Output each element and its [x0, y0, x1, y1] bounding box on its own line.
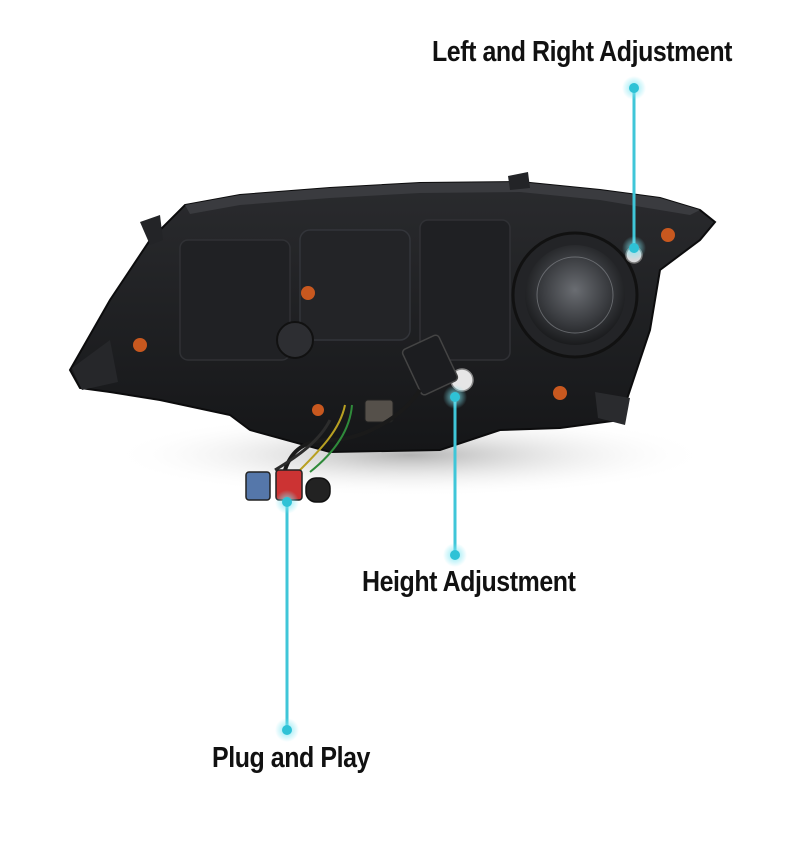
housing-panel [179, 239, 291, 361]
callout-dot [282, 497, 292, 507]
callout-dot [450, 550, 460, 560]
callout-label-height: Height Adjustment [362, 566, 576, 598]
callout-dot [282, 725, 292, 735]
lens-cap [525, 245, 625, 345]
housing-panel [299, 229, 411, 341]
connector-plug-icon [245, 471, 271, 501]
amber-clip [312, 404, 324, 416]
mount-tab-left [140, 215, 163, 245]
lens-cap-ring [536, 256, 614, 334]
callout-dot [629, 243, 639, 253]
rear-knob [276, 321, 314, 359]
amber-clip [553, 386, 567, 400]
mount-tab-top [508, 172, 530, 190]
callout-dot [629, 83, 639, 93]
mount-tab-right [595, 392, 630, 425]
callout-dot [450, 392, 460, 402]
callout-label-left-right: Left and Right Adjustment [432, 36, 733, 68]
housing-panel [419, 219, 511, 361]
housing-top-rim [185, 182, 700, 215]
connector-plug-icon [401, 334, 459, 396]
callout-label-plug: Plug and Play [212, 742, 370, 774]
mount-bracket-left [72, 340, 118, 390]
connector-plug-icon [364, 399, 394, 423]
amber-clip [301, 286, 315, 300]
wire-harness [299, 404, 346, 471]
wire-harness [274, 419, 332, 472]
connector-plug-icon [305, 477, 331, 503]
wire-harness [309, 404, 353, 473]
wire-harness [283, 388, 422, 471]
amber-clip [133, 338, 147, 352]
amber-clip [661, 228, 675, 242]
